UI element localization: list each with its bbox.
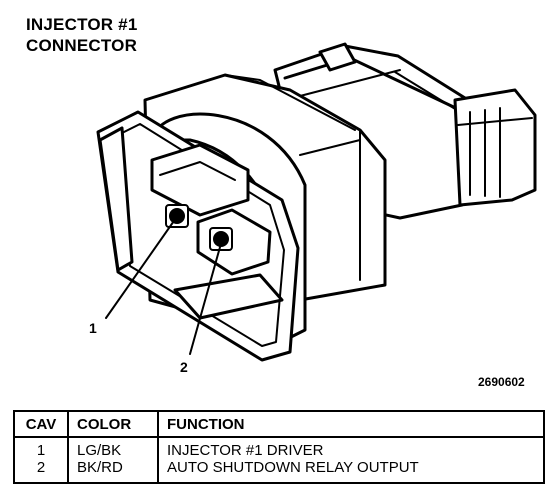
cell-function: INJECTOR #1 DRIVER	[167, 442, 324, 459]
title-line-2: CONNECTOR	[26, 36, 138, 55]
terminal-cavity-1	[165, 204, 189, 228]
cell-color: LG/BK	[68, 437, 159, 459]
header-cav: CAV	[15, 412, 69, 438]
terminal-cavity-2	[209, 227, 233, 251]
connector-front-face	[96, 110, 300, 362]
table-row: 2 BK/RD AUTO SHUTDOWN RELAY OUTPUT	[15, 459, 543, 482]
cell-cav: 2	[15, 459, 69, 482]
figure-number: 2690602	[478, 375, 525, 389]
callout-label-2: 2	[180, 359, 188, 375]
table-header-row: CAV COLOR FUNCTION	[15, 412, 543, 438]
table-row: 1 LG/BK INJECTOR #1 DRIVER	[15, 437, 543, 459]
connector-drawing: 1 2	[89, 42, 537, 375]
callout-label-1: 1	[89, 320, 97, 336]
cell-function: AUTO SHUTDOWN RELAY OUTPUT	[167, 459, 419, 476]
diagram-title: INJECTOR #1 CONNECTOR	[26, 14, 137, 56]
leader-line-2	[189, 239, 223, 355]
header-function: FUNCTION	[158, 412, 543, 438]
cell-color: BK/RD	[68, 459, 159, 482]
cavity-table: CAV COLOR FUNCTION 1 LG/BK INJECTOR #1 D…	[13, 410, 545, 484]
title-line-1: INJECTOR #1	[26, 15, 138, 34]
cell-cav: 1	[15, 437, 69, 459]
header-color: COLOR	[68, 412, 159, 438]
leader-line-1	[105, 217, 177, 319]
